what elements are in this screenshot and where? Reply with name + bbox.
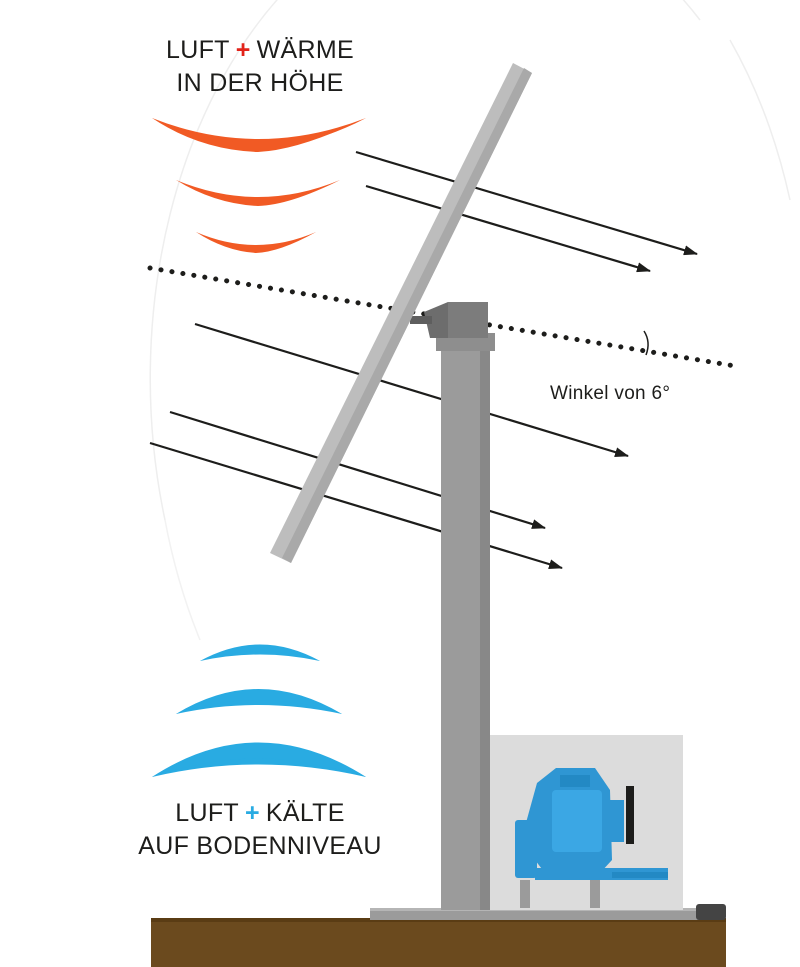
heat-wave-icon <box>152 118 366 253</box>
angle-arc <box>643 330 649 356</box>
cold-wave-small <box>200 644 320 661</box>
airflow-arrow-2 <box>365 184 651 273</box>
cold-wave-icon <box>152 644 366 777</box>
airflow-arrow-3 <box>194 322 629 458</box>
heat-caption-line-2: IN DER HÖHE <box>176 69 344 97</box>
cold-wave-medium <box>176 689 342 714</box>
background-guide-circle <box>149 0 791 641</box>
reference-dotted-line <box>147 265 738 369</box>
cold-caption-line-2: AUF BODENNIVEAU <box>138 832 382 860</box>
heat-caption-line-1: LUFT+WÄRME <box>80 34 440 67</box>
cold-caption-air: LUFT <box>175 799 239 827</box>
gearbox <box>410 302 488 338</box>
cold-caption: LUFT+KÄLTE AUF BODENNIVEAU <box>80 797 440 863</box>
base-bolt <box>696 904 726 920</box>
cold-caption-line-1: LUFT+KÄLTE <box>80 797 440 830</box>
ground <box>151 918 726 967</box>
airflow-arrow-5 <box>149 441 563 570</box>
heat-caption-air: LUFT <box>166 36 230 64</box>
arrow-right-icon <box>149 150 698 570</box>
cold-plus-icon: + <box>244 799 260 827</box>
heat-caption-heat: WÄRME <box>256 36 354 64</box>
cold-caption-cold: KÄLTE <box>265 799 345 827</box>
angle-label: Winkel von 6° <box>550 383 671 404</box>
cold-wave-large <box>152 742 366 777</box>
fan-blade-icon <box>270 63 532 563</box>
heat-plus-icon: + <box>235 36 251 64</box>
mast-shadow <box>480 340 490 910</box>
heat-caption: LUFT+WÄRME IN DER HÖHE <box>80 34 440 100</box>
airflow-arrow-1 <box>355 150 698 256</box>
engine-icon <box>515 768 668 908</box>
